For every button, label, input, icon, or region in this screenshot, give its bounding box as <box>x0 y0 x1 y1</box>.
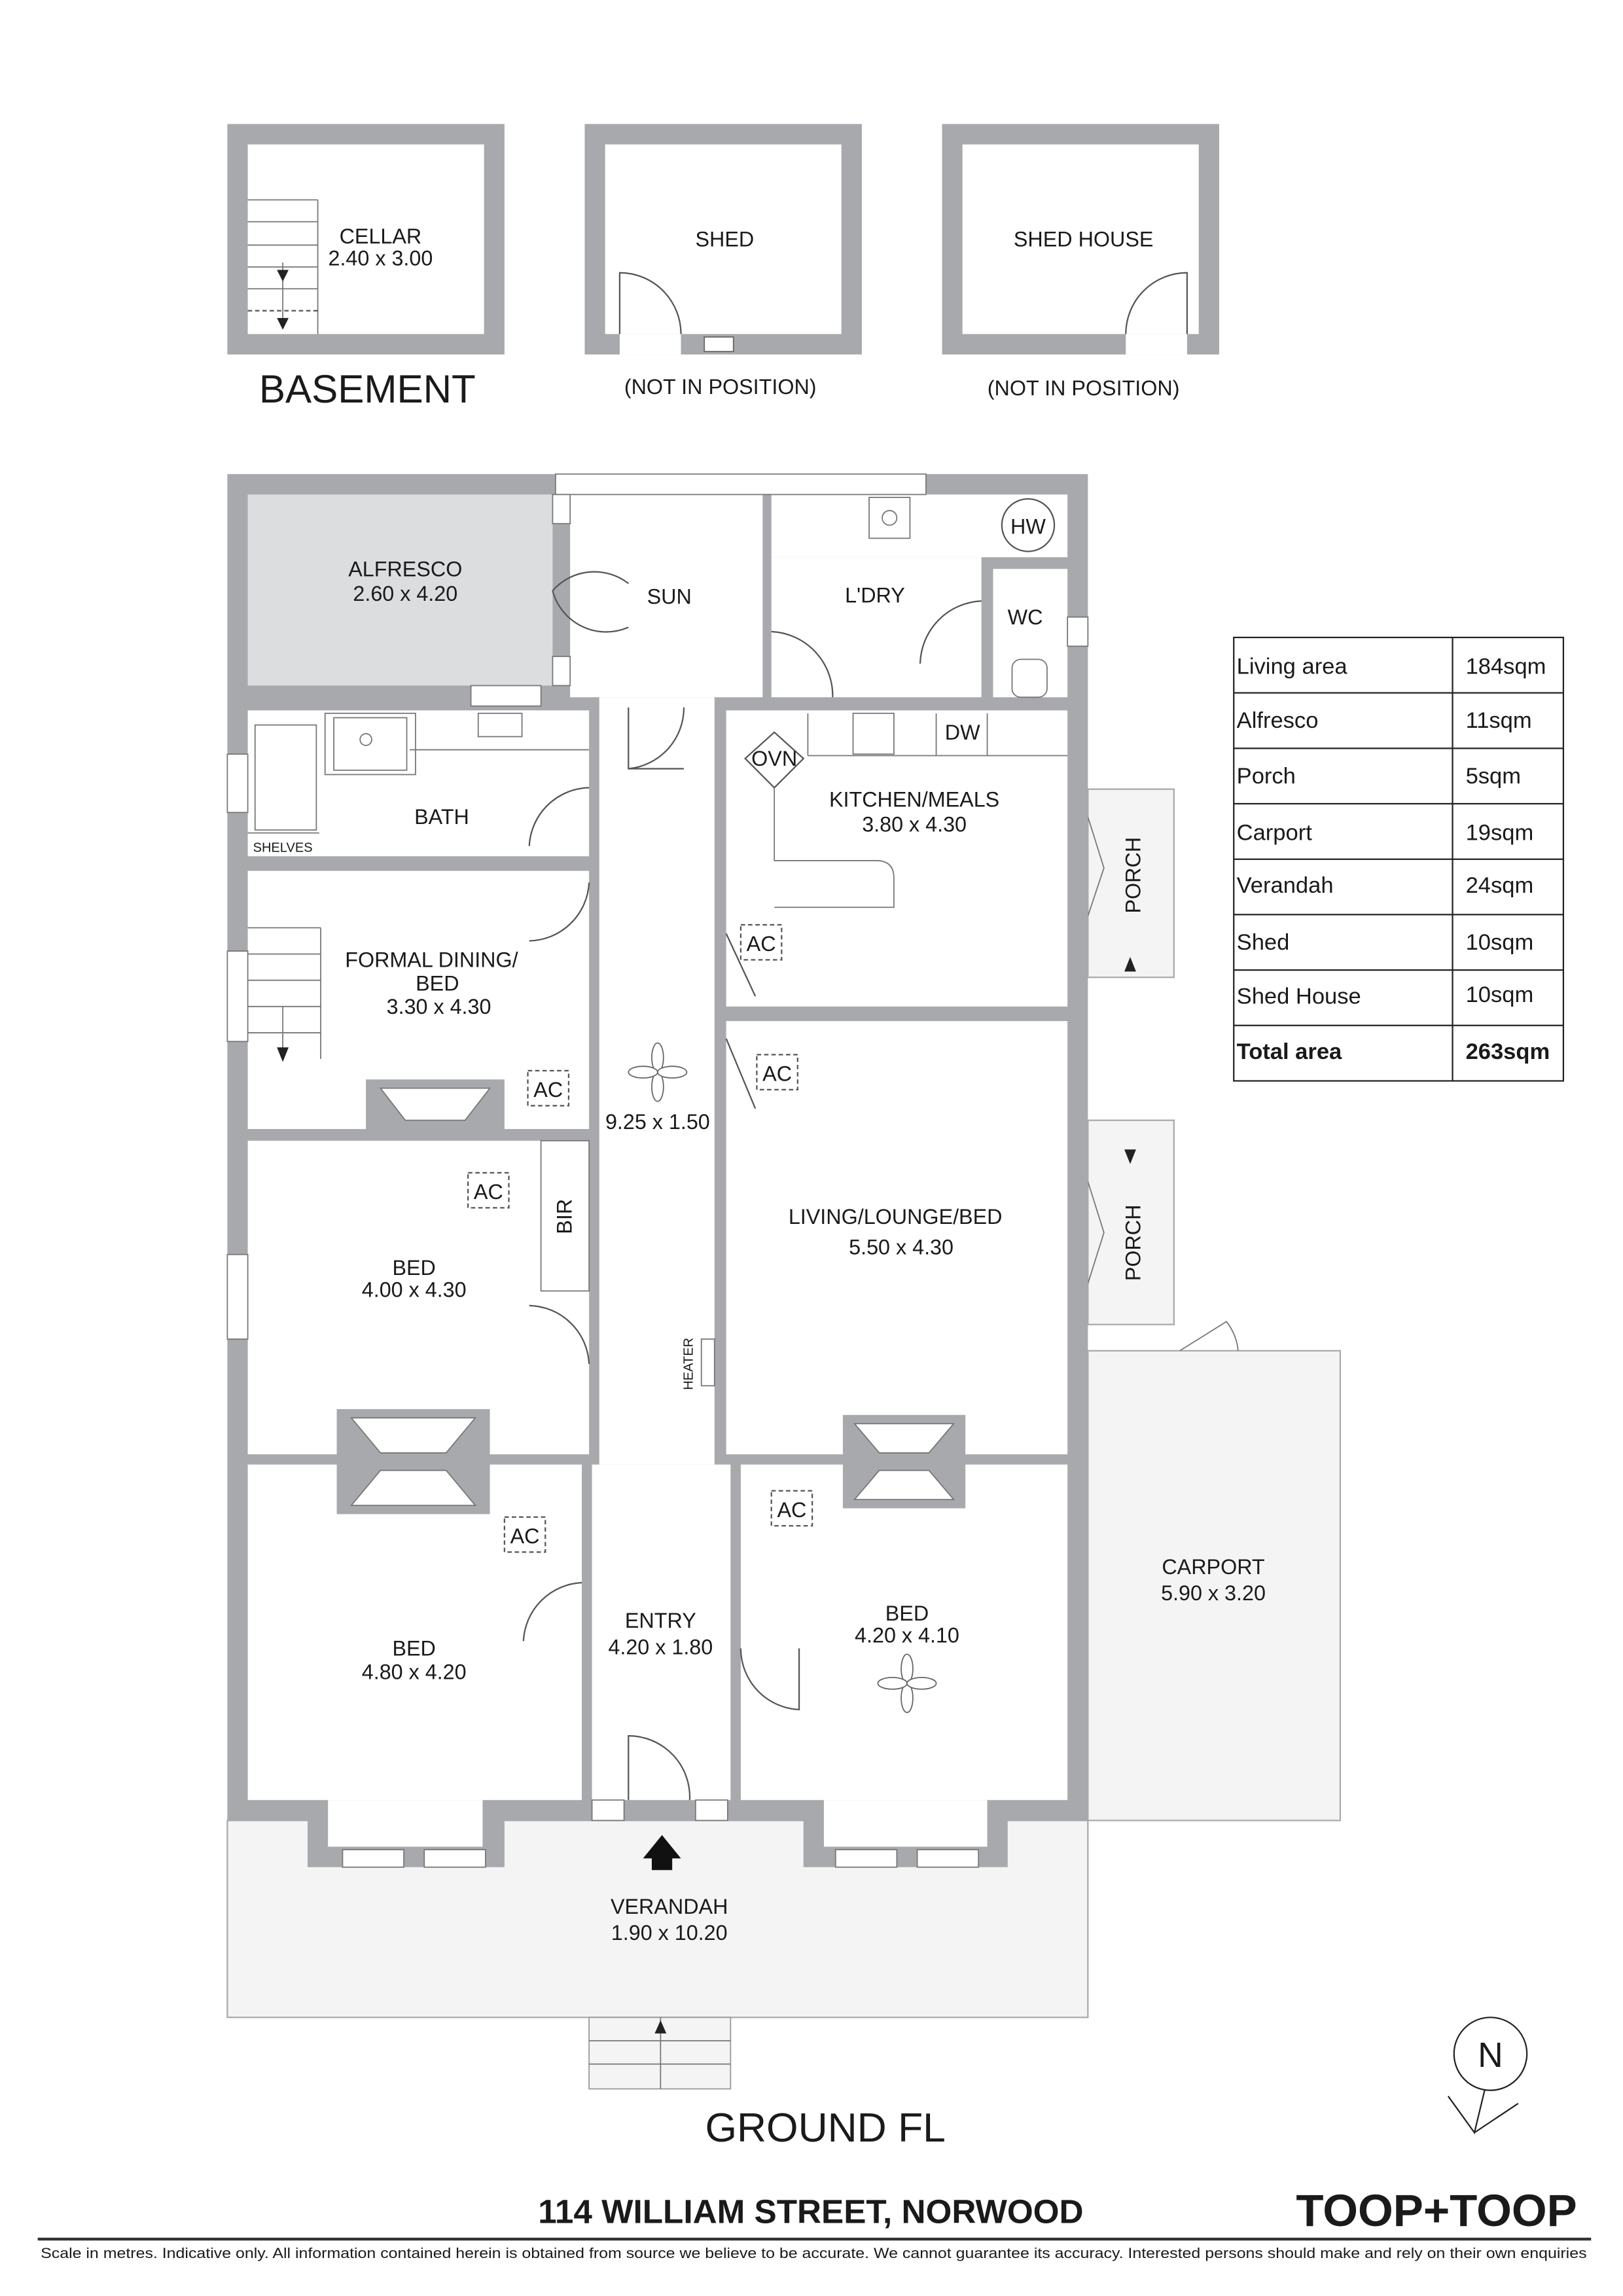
wc-label: WC <box>1008 605 1043 629</box>
bathtub <box>254 724 317 831</box>
ac-label: AC <box>747 932 776 956</box>
area-row-label: Alfresco <box>1237 708 1319 733</box>
heater <box>700 1338 715 1387</box>
kitchen-size: 3.80 x 4.30 <box>862 812 967 836</box>
property-address: 114 WILLIAM STREET, NORWOOD <box>538 2193 1083 2231</box>
ac-label: AC <box>777 1498 806 1522</box>
porch-label: PORCH <box>1122 1205 1145 1282</box>
north-compass-icon: N <box>1447 2017 1528 2135</box>
area-row-value: 19sqm <box>1466 821 1534 846</box>
cellar-label: CELLAR <box>340 224 422 248</box>
carport-label: CARPORT <box>1162 1555 1264 1579</box>
area-row-label: Carport <box>1237 821 1313 846</box>
ac-label: AC <box>762 1062 792 1085</box>
oven-label: OVN <box>751 747 797 770</box>
toilet <box>1011 658 1048 698</box>
cellar-size: 2.40 x 3.00 <box>329 247 433 270</box>
shed-label: SHED <box>696 228 755 251</box>
sun-room <box>570 494 763 698</box>
living-size: 5.50 x 4.30 <box>849 1236 954 1259</box>
ceiling-fan-icon <box>877 1653 937 1713</box>
area-row-label: Living area <box>1237 655 1348 679</box>
ac-label: AC <box>533 1078 563 1102</box>
area-row-value: 11sqm <box>1466 708 1532 733</box>
living-label: LIVING/LOUNGE/BED <box>789 1205 1003 1229</box>
wc <box>993 569 1068 698</box>
built-in-robe <box>540 1139 590 1292</box>
bed-2-size: 4.80 x 4.20 <box>362 1660 467 1683</box>
entry-label: ENTRY <box>625 1609 696 1632</box>
doors <box>522 571 982 1801</box>
shed-house: SHED HOUSE (NOT IN POSITION) <box>942 124 1219 400</box>
sun-label: SUN <box>647 585 692 609</box>
alfresco <box>247 494 553 686</box>
area-row-value: 184sqm <box>1466 655 1546 679</box>
bed-3 <box>740 1464 1068 1801</box>
area-total-value: 263sqm <box>1466 1039 1550 1064</box>
hw-label: HW <box>1010 515 1046 539</box>
bed-2 <box>247 1464 582 1801</box>
area-row-value: 10sqm <box>1466 930 1534 955</box>
shed-house-note: (NOT IN POSITION) <box>988 376 1180 400</box>
bath-label: BATH <box>414 805 469 829</box>
shed-note: (NOT IN POSITION) <box>624 375 817 399</box>
dining-label: FORMAL DINING/ <box>345 948 518 972</box>
ac-label: AC <box>474 1180 503 1204</box>
heater-label: HEATER <box>681 1338 696 1390</box>
bir-label: BIR <box>552 1199 576 1234</box>
shelves-label: SHELVES <box>253 841 313 855</box>
area-row-label: Verandah <box>1237 873 1334 898</box>
dishwasher-label: DW <box>945 721 980 744</box>
laundry-tub <box>868 497 911 539</box>
cellar: CELLAR 2.40 x 3.00 <box>227 124 505 355</box>
hot-water-unit <box>1001 498 1056 552</box>
ac-units <box>467 924 813 1553</box>
bed-2-label: BED <box>392 1637 435 1660</box>
ceiling-fan-icon <box>628 1042 688 1102</box>
kitchen-sink <box>852 712 895 755</box>
kitchen-label: KITCHEN/MEALS <box>829 787 999 811</box>
carport-size: 5.90 x 3.20 <box>1161 1581 1266 1605</box>
shed-house-label: SHED HOUSE <box>1014 228 1154 251</box>
alfresco-size: 2.60 x 4.20 <box>353 582 457 605</box>
verandah-steps <box>588 2017 732 2090</box>
entry <box>592 1464 731 1801</box>
area-row-label: Porch <box>1237 764 1296 789</box>
basement-title: BASEMENT <box>259 367 476 411</box>
bed-3-size: 4.20 x 4.10 <box>855 1624 959 1647</box>
ground-floor-title: GROUND FL <box>705 2106 945 2151</box>
windows <box>226 473 1089 1868</box>
area-row-value: 10sqm <box>1466 982 1534 1007</box>
kitchen <box>726 710 1068 1007</box>
laundry-label: L'DRY <box>845 583 905 607</box>
dining-size: 3.30 x 4.30 <box>387 995 491 1018</box>
verandah-size: 1.90 x 10.20 <box>611 1921 728 1945</box>
area-table: Living area 184sqm Alfresco 11sqm Porch 5sq… <box>1233 636 1565 1082</box>
bed-3-label: BED <box>885 1602 929 1625</box>
verandah-label: VERANDAH <box>611 1895 728 1918</box>
living <box>726 1021 1068 1455</box>
alfresco-label: ALFRESCO <box>348 557 462 581</box>
bed-1-size: 4.00 x 4.30 <box>362 1278 467 1301</box>
brand-logo: TOOP+TOOP <box>1296 2185 1577 2236</box>
bed-1-label: BED <box>392 1256 435 1280</box>
laundry <box>771 494 1068 558</box>
hall-size: 9.25 x 1.50 <box>605 1110 710 1134</box>
area-row-label: Shed House <box>1237 984 1361 1009</box>
bed-1 <box>247 1140 590 1455</box>
entry-size: 4.20 x 1.80 <box>608 1635 713 1659</box>
area-row-value: 5sqm <box>1466 764 1521 789</box>
area-row-value: 24sqm <box>1466 873 1534 898</box>
ac-label: AC <box>510 1524 540 1548</box>
porch-label: PORCH <box>1122 837 1145 914</box>
disclaimer: Scale in metres. Indicative only. All in… <box>41 2245 1586 2261</box>
shed: SHED (NOT IN POSITION) <box>584 124 862 399</box>
carport <box>1087 1350 1342 1821</box>
area-row-label: Shed <box>1237 930 1290 955</box>
bath <box>247 710 590 857</box>
svg-text:N: N <box>1478 2036 1503 2075</box>
area-total-label: Total area <box>1237 1039 1342 1064</box>
dining-label-2: BED <box>416 971 459 995</box>
